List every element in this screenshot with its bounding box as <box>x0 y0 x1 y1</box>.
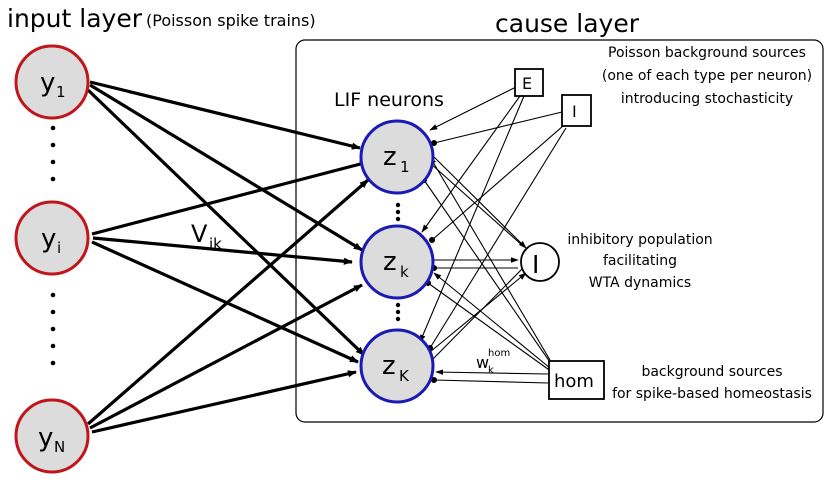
svg-text:WTA dynamics: WTA dynamics <box>589 275 691 291</box>
weight-label-sub: ik <box>209 235 222 253</box>
svg-text:background sources: background sources <box>641 364 782 380</box>
cause-neuron-z1: z 1 <box>359 119 435 195</box>
inhibitory-source-box: I <box>561 94 592 127</box>
input-layer-note: (Poisson spike trains) <box>146 11 316 30</box>
svg-text:(one of each type per neuron): (one of each type per neuron) <box>602 68 812 84</box>
yi-sub: i <box>57 239 61 257</box>
cause-neuron-zk: z k <box>359 224 435 300</box>
input-ellipsis-top <box>50 125 56 182</box>
yN-base: y <box>38 423 53 453</box>
hom-weight-base: w <box>476 353 489 372</box>
homeostasis-annotation: background sources for spike-based homeo… <box>612 364 812 402</box>
input-neuron-y1: y 1 <box>14 44 90 120</box>
svg-text:facilitating: facilitating <box>603 253 677 269</box>
connection-yi-zK <box>91 240 359 364</box>
svg-text:introducing stochasticity: introducing stochasticity <box>621 91 793 107</box>
z1-sub: 1 <box>400 158 410 176</box>
input-neuron-yN: y N <box>14 398 90 474</box>
y1-base: y <box>40 68 55 98</box>
homeostasis-source-box: hom <box>548 360 605 400</box>
hom-box-label: hom <box>554 371 594 392</box>
connection-y1-z1 <box>89 80 361 150</box>
hom-weight-sup: hom <box>488 348 510 359</box>
zk-base: z <box>383 247 397 277</box>
inhibitory-population-label: I <box>532 250 539 279</box>
svg-text:inhibitory population: inhibitory population <box>567 232 712 248</box>
connection-yN-zk <box>89 283 363 430</box>
connection-y1-zK <box>86 88 366 357</box>
z1-base: z <box>383 142 397 172</box>
inhibitory-population: I <box>520 242 560 282</box>
svg-text:Poisson background sources: Poisson background sources <box>608 45 806 61</box>
weight-label-base: V <box>191 220 208 248</box>
input-layer-title: input layer <box>7 4 143 33</box>
connection-yi-zk <box>92 236 353 265</box>
connection-yN-z1 <box>86 178 370 426</box>
lif-neurons-label: LIF neurons <box>334 89 444 111</box>
poisson-background-annotation: Poisson background sources (one of each … <box>602 45 812 107</box>
yN-sub: N <box>54 438 65 456</box>
feedforward-connections <box>86 80 370 434</box>
input-neuron-yi: y i <box>14 200 90 276</box>
y1-sub: 1 <box>56 83 66 101</box>
inhibitory-population-annotation: inhibitory population facilitating WTA d… <box>567 232 712 291</box>
cause-neuron-zK: z K <box>359 328 435 404</box>
cause-layer-title: cause layer <box>495 9 640 38</box>
connection-y1-zk <box>89 83 363 252</box>
yi-base: y <box>41 224 56 254</box>
cause-layer-box <box>295 39 824 423</box>
connection-yN-zK <box>91 370 357 434</box>
svg-text:for spike-based homeostasis: for spike-based homeostasis <box>612 386 812 402</box>
zK-sub: K <box>399 367 410 385</box>
hom-weight-sub: k <box>488 365 494 376</box>
zK-base: z <box>382 351 396 381</box>
excitatory-box-label: E <box>522 74 532 93</box>
cause-ellipsis-bottom <box>395 302 401 322</box>
background-connections <box>419 86 567 384</box>
excitatory-source-box: E <box>514 68 544 97</box>
cause-ellipsis-top <box>395 202 401 222</box>
input-ellipsis-bottom <box>50 292 56 366</box>
zk-sub: k <box>400 263 409 281</box>
connection-yi-z1 <box>91 160 369 236</box>
inhibitory-box-label: I <box>572 102 577 121</box>
